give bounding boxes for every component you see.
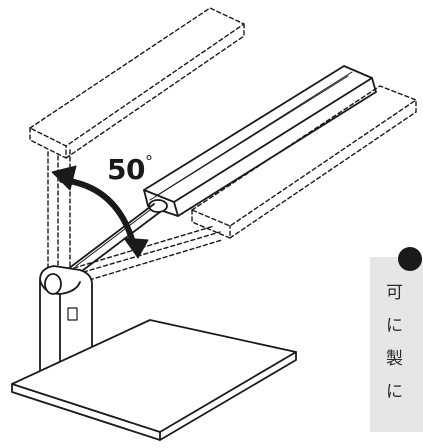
- note-line-4: に: [386, 382, 403, 402]
- arrowhead-up-icon: [51, 165, 77, 191]
- lamp-arm: [63, 203, 161, 281]
- lamp-base: [11, 319, 297, 441]
- angle-value: 50: [107, 153, 145, 186]
- lamp-head: [143, 65, 377, 217]
- angle-arrow: [51, 165, 149, 259]
- note-panel: [370, 257, 423, 432]
- note-line-1: 可: [386, 283, 403, 303]
- ghost-arm-lowered: [69, 85, 417, 285]
- note-marker-icon: [398, 247, 422, 271]
- arrowhead-down-icon: [123, 237, 149, 259]
- lamp-upright: [39, 265, 93, 381]
- angle-unit: °: [144, 152, 153, 171]
- note-line-2: に: [386, 316, 403, 336]
- angle-label: 50°: [107, 153, 153, 186]
- note-line-3: 製: [386, 349, 403, 369]
- ghost-arm-raised: [29, 7, 245, 273]
